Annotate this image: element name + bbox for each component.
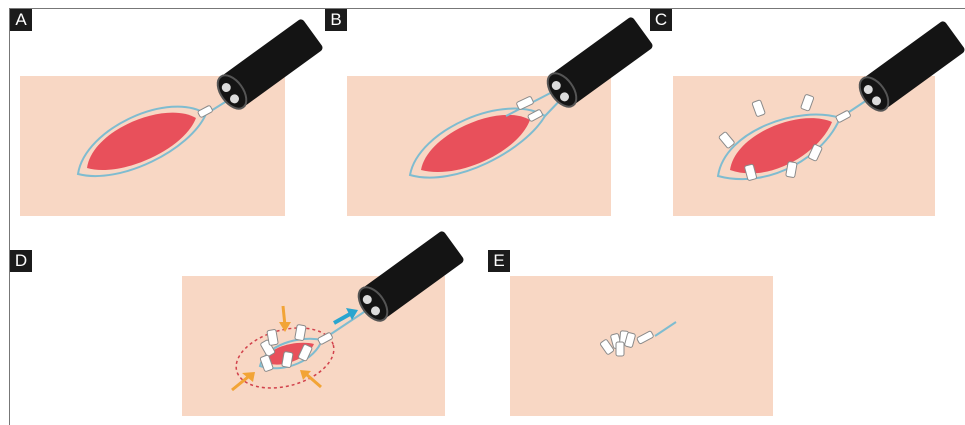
tissue-background xyxy=(510,276,773,416)
clip-icon xyxy=(616,342,624,356)
